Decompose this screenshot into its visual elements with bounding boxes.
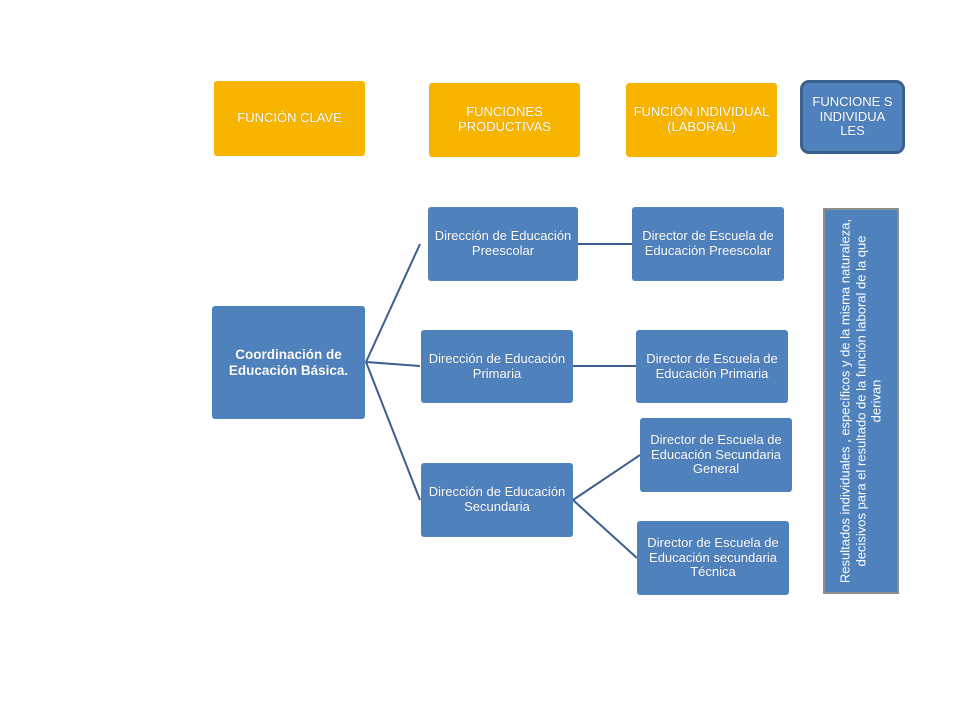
header-funciones-individuales: FUNCIONE S INDIVIDUA LES	[800, 80, 905, 154]
connector-root-secundaria	[365, 361, 421, 501]
node-direccion-secundaria-label: Dirección de Educación Secundaria	[428, 484, 566, 514]
node-direccion-primaria: Dirección de Educación Primaria	[421, 330, 573, 403]
connector-secundaria-tecnica	[572, 499, 638, 559]
node-direccion-primaria-label: Dirección de Educación Primaria	[428, 350, 566, 381]
header-funcion-individual: FUNCIÓN INDIVIDUAL (LABORAL)	[626, 83, 777, 157]
header-funciones-individuales-label: FUNCIONE S INDIVIDUA LES	[812, 93, 893, 139]
node-direccion-preescolar-label: Dirección de Educación Preescolar	[434, 228, 572, 258]
connector-root-primaria	[365, 361, 421, 367]
node-coordinacion-label: Coordinación de Educación Básica.	[228, 346, 349, 378]
node-director-preescolar-label: Director de Escuela de Educación Preesco…	[642, 228, 774, 258]
node-director-secundaria-tecnica: Director de Escuela de Educación secunda…	[637, 521, 789, 595]
node-director-secundaria-general: Director de Escuela de Educación Secunda…	[640, 418, 792, 492]
node-director-preescolar: Director de Escuela de Educación Preesco…	[632, 207, 784, 281]
resultados-text: Resultados individuales , específicos y …	[837, 218, 884, 584]
connector-root-preescolar	[365, 243, 421, 363]
header-funciones-productivas: FUNCIONES PRODUCTIVAS	[429, 83, 580, 157]
node-coordinacion: Coordinación de Educación Básica.	[212, 306, 365, 419]
resultados-box: Resultados individuales , específicos y …	[823, 208, 899, 594]
header-funciones-productivas-label: FUNCIONES PRODUCTIVAS	[458, 104, 551, 134]
node-director-secundaria-tecnica-label: Director de Escuela de Educación secunda…	[647, 534, 779, 580]
node-direccion-preescolar: Dirección de Educación Preescolar	[428, 207, 578, 281]
header-funcion-clave-label: FUNCIÓN CLAVE	[237, 110, 342, 126]
node-director-secundaria-general-label: Director de Escuela de Educación Secunda…	[650, 431, 782, 477]
node-direccion-secundaria: Dirección de Educación Secundaria	[421, 463, 573, 537]
node-director-primaria: Director de Escuela de Educación Primari…	[636, 330, 788, 403]
header-funcion-individual-label: FUNCIÓN INDIVIDUAL (LABORAL)	[633, 104, 770, 134]
connector-secundaria-general	[572, 454, 641, 501]
header-funcion-clave: FUNCIÓN CLAVE	[214, 81, 365, 156]
node-director-primaria-label: Director de Escuela de Educación Primari…	[646, 350, 778, 381]
